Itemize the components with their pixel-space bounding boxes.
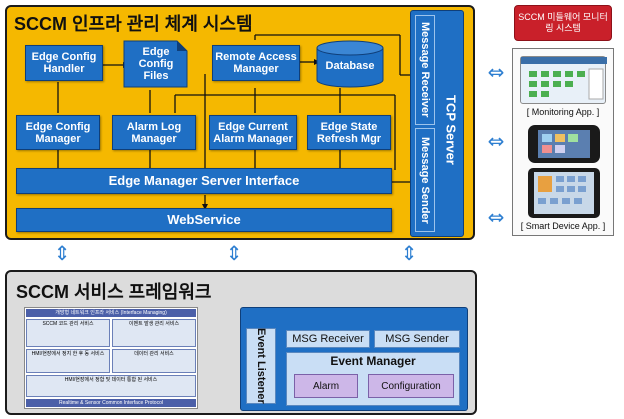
edge-state-refresh-mgr-box: Edge State Refresh Mgr <box>307 115 391 150</box>
bidirectional-arrow-icon: ⇔ <box>487 205 505 229</box>
alarm-log-manager-box: Alarm Log Manager <box>112 115 196 150</box>
service-framework-title: SCCM 서비스 프레임워크 <box>16 282 212 302</box>
remote-access-manager-box: Remote Access Manager <box>212 45 300 81</box>
framework-section-box <box>26 319 110 347</box>
framework-section-box <box>26 349 110 373</box>
database-cylinder <box>316 40 384 88</box>
event-manager-label: Event Manager <box>330 354 416 368</box>
vertical-bidirectional-arrow-icon: ⇕ <box>53 241 71 265</box>
monitoring-app-caption: [ Monitoring App. ] <box>526 107 600 117</box>
phone-icon <box>538 130 590 158</box>
document-icon <box>123 40 188 88</box>
bidirectional-arrow-icon: ⇔ <box>487 60 505 84</box>
smartphone-landscape <box>528 125 600 163</box>
framework-section-label: 데이터 관리 서비스 <box>134 351 174 357</box>
tablet-device <box>528 168 600 218</box>
edge-config-files-document <box>123 40 188 88</box>
edge-current-alarm-manager-box: Edge Current Alarm Manager <box>209 115 297 150</box>
msg-receiver-box: MSG Receiver <box>286 330 370 348</box>
event-listener-label: Event Listener <box>255 328 267 404</box>
alarm-box: Alarm <box>294 374 358 398</box>
framework-section-box <box>26 375 196 397</box>
vertical-bidirectional-arrow-icon: ⇕ <box>400 241 418 265</box>
message-sender-box: Message Sender <box>415 128 435 232</box>
bidirectional-arrow-icon: ⇔ <box>487 129 505 153</box>
framework-section-label: 이벤트 발생 관리 서비스 <box>128 321 180 327</box>
framework-section-box <box>112 319 196 347</box>
framework-footer: Realtime & Sensor Common Interface Proto… <box>26 399 196 407</box>
infrastructure-system-title: SCCM 인프라 관리 체계 시스템 <box>14 14 253 34</box>
framework-section-label: HMI/현장에서 정합 및 데이터 통합 된 서비스 <box>64 377 158 383</box>
edge-config-manager-box: Edge Config Manager <box>16 115 100 150</box>
tcp-server-column <box>410 10 464 237</box>
framework-section-label: SCCM 코드 관리 서비스 <box>42 321 94 327</box>
message-receiver-box: Message Receiver <box>415 15 435 125</box>
database-icon <box>316 40 384 88</box>
dashboard-icon <box>521 57 607 100</box>
webservice-bar: WebService <box>16 208 392 232</box>
edge-config-handler-box: Edge Config Handler <box>25 45 103 81</box>
framework-header: 개방형 네트워크 인프라 서비스 (Interface Managing) <box>26 309 196 317</box>
msg-sender-box: MSG Sender <box>374 330 460 348</box>
monitoring-app-screenshot <box>520 56 607 104</box>
database-label: Database <box>325 60 375 72</box>
smart-device-app-caption: [ Smart Device App. ] <box>520 221 606 231</box>
event-listener-box <box>246 328 276 404</box>
framework-section-label: HMI/현장에서 정지 한 후 동 서비스 <box>31 351 105 357</box>
middleware-monitoring-badge: SCCM 미들웨어 모니터링 시스템 <box>514 5 612 41</box>
vertical-bidirectional-arrow-icon: ⇕ <box>225 241 243 265</box>
framework-section-box <box>112 349 196 373</box>
edge-config-files-label: Edge Config Files <box>138 46 174 82</box>
edge-manager-server-interface-bar: Edge Manager Server Interface <box>16 168 392 194</box>
configuration-box: Configuration <box>368 374 454 398</box>
tablet-icon <box>534 172 594 214</box>
tcp-server-label: TCP Server <box>443 95 459 165</box>
